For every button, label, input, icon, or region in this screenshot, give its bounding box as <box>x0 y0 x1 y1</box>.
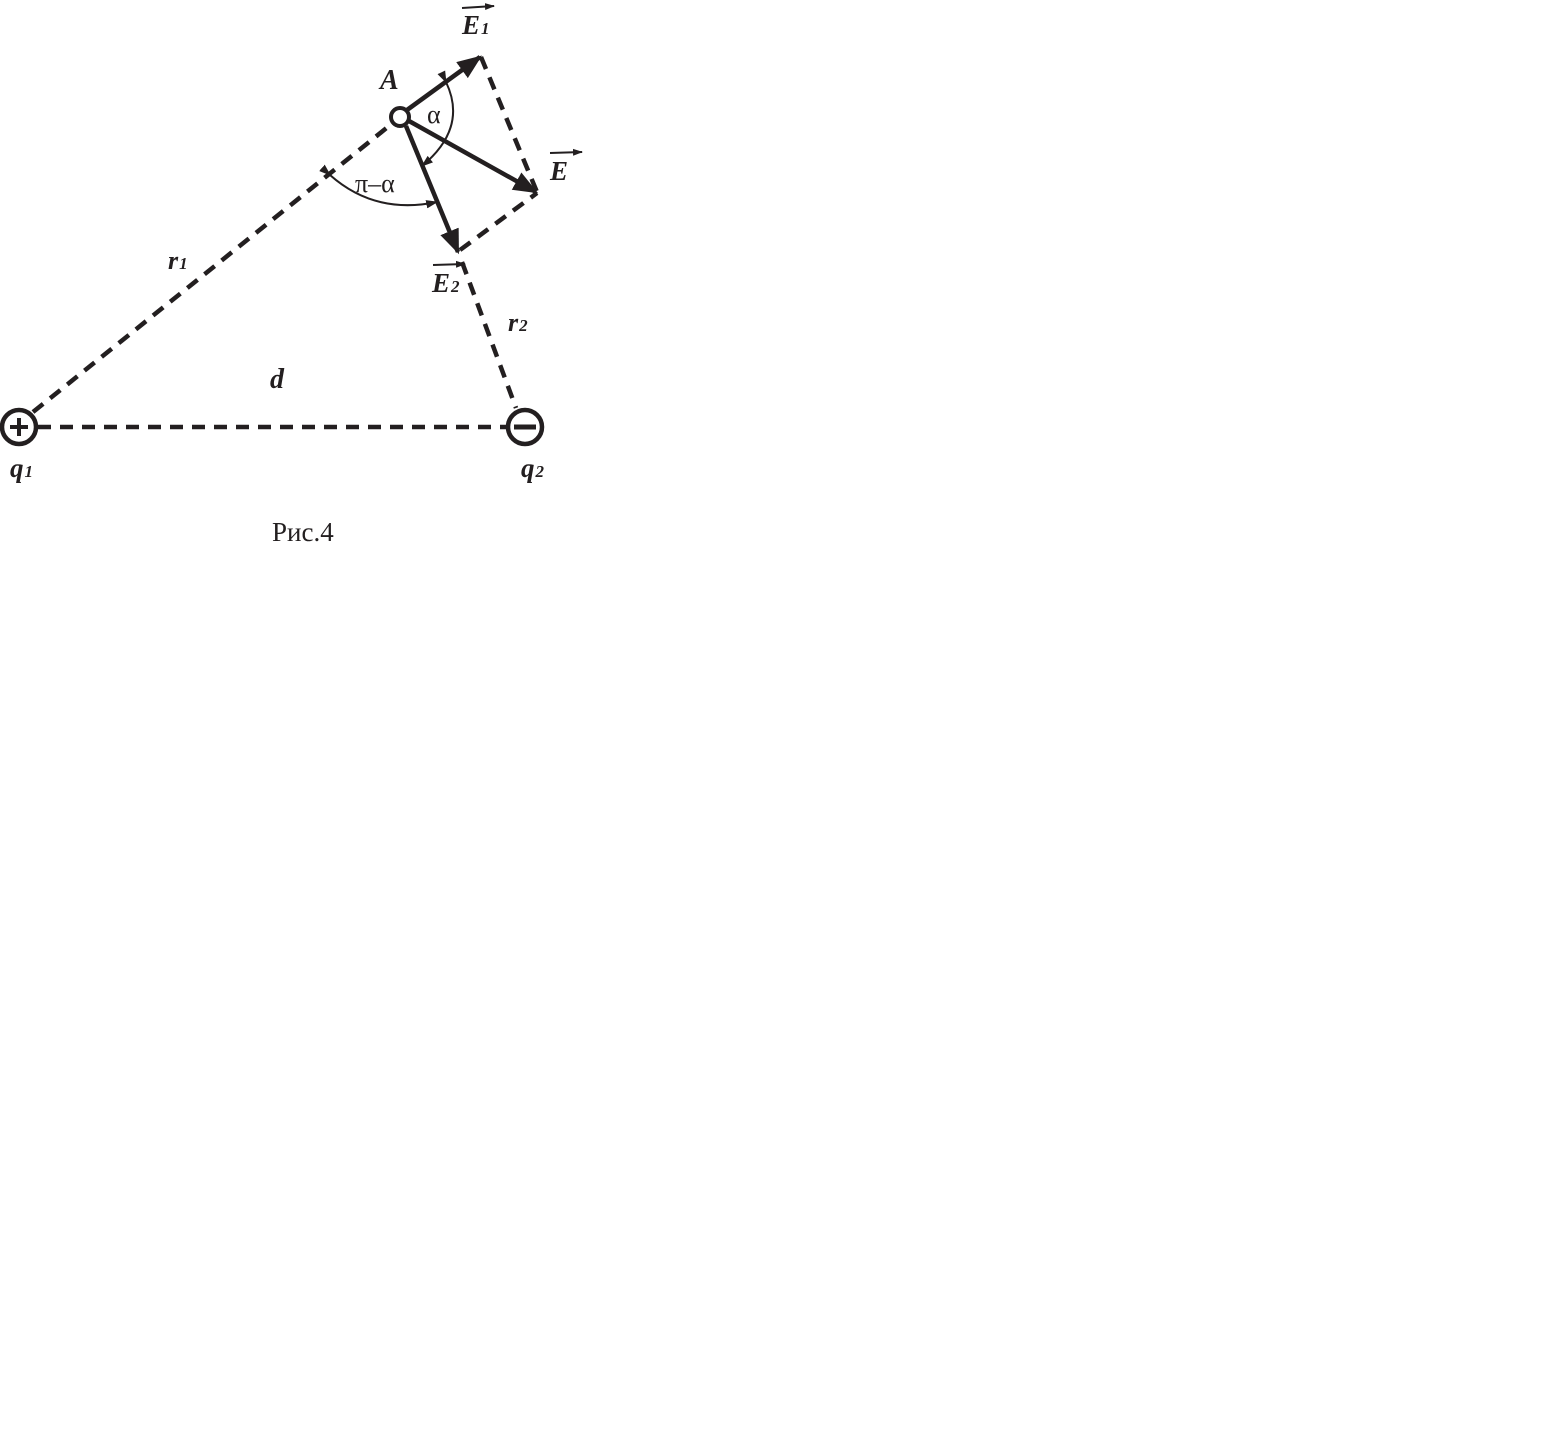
e-overline-arrow <box>549 148 583 156</box>
e2-label: E2 <box>431 268 460 298</box>
d-label: d <box>270 364 285 395</box>
r2-label: r2 <box>508 308 528 337</box>
e2-overline-arrow <box>432 260 466 268</box>
r1-label: r1 <box>168 246 188 275</box>
pi-minus-alpha-angle-arc <box>319 164 439 209</box>
e1-vector-arrow <box>405 55 483 112</box>
parallelogram-side-e2-e <box>458 191 539 252</box>
q2-label: q2 <box>521 453 545 483</box>
point-a-label: A <box>378 65 399 96</box>
q2-negative-charge-icon <box>505 407 545 447</box>
alpha-label: α <box>427 100 441 129</box>
e1-label: E1 <box>461 10 490 40</box>
r2-dashed-line <box>459 261 519 409</box>
pi-minus-alpha-label: π–α <box>355 169 395 198</box>
e-label: E <box>549 156 568 186</box>
parallelogram-side-e1-e <box>478 56 540 193</box>
alpha-angle-arc <box>421 70 455 167</box>
point-a-marker <box>389 106 411 128</box>
figure-caption: Рис.4 <box>272 517 334 547</box>
r1-dashed-line <box>31 120 396 414</box>
q1-positive-charge-icon <box>0 407 39 447</box>
q1-label: q1 <box>10 453 33 483</box>
e1-overline-arrow <box>461 3 495 11</box>
